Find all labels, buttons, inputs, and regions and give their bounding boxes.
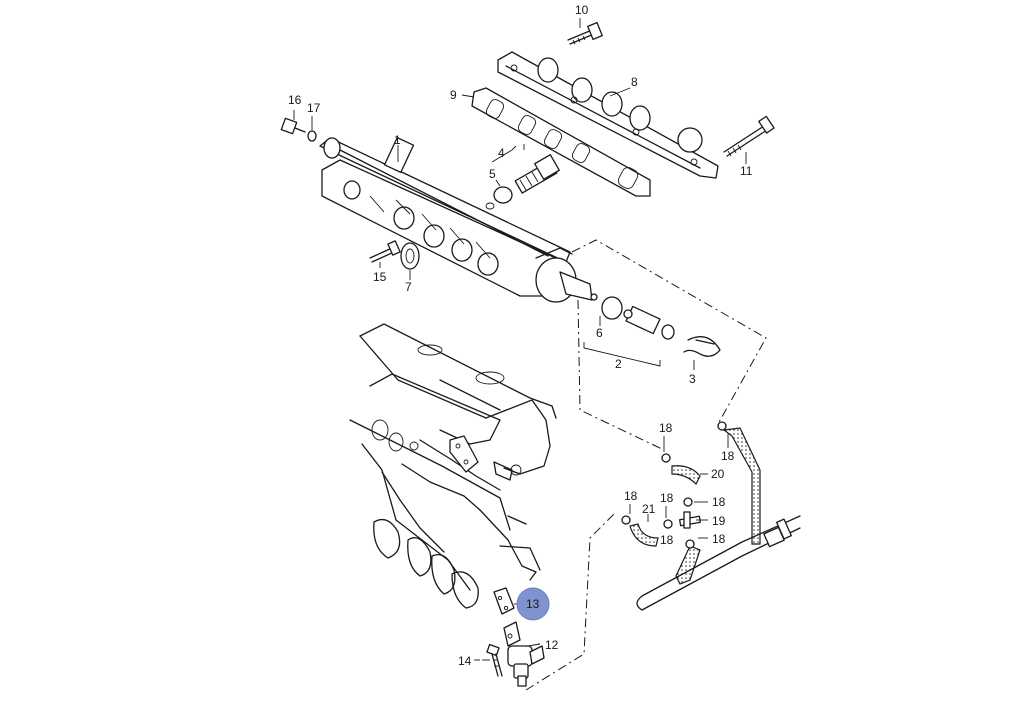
callout-14: 14 bbox=[458, 654, 472, 668]
fuel-rail-part-1 bbox=[319, 136, 571, 297]
seal-part-6 bbox=[590, 293, 623, 326]
callout-2: 2 bbox=[615, 357, 622, 371]
callout-3: 3 bbox=[689, 372, 696, 386]
callout-11: 11 bbox=[740, 164, 753, 178]
callout-labels: 10 8 9 16 17 1 4 5 11 15 7 6 2 3 18 18 2… bbox=[288, 3, 753, 668]
callout-6: 6 bbox=[596, 326, 603, 340]
callout-7: 7 bbox=[405, 280, 412, 294]
valve-part-12 bbox=[503, 621, 545, 687]
clip-part-7 bbox=[400, 242, 420, 280]
callout-18-f: 18 bbox=[660, 533, 674, 547]
callout-4: 4 bbox=[498, 146, 505, 160]
callout-5: 5 bbox=[489, 167, 496, 181]
callout-18-d: 18 bbox=[660, 491, 674, 505]
callout-15: 15 bbox=[373, 270, 387, 284]
callout-18-c: 18 bbox=[624, 489, 638, 503]
callout-1: 1 bbox=[394, 133, 401, 147]
callout-12: 12 bbox=[545, 638, 559, 652]
callout-9: 9 bbox=[450, 88, 457, 102]
bolt-part-11 bbox=[723, 115, 775, 164]
callout-18-b: 18 bbox=[721, 449, 735, 463]
gasket-part-9 bbox=[461, 87, 651, 197]
callout-17: 17 bbox=[307, 101, 321, 115]
callout-13: 13 bbox=[526, 597, 540, 611]
vacuum-lines bbox=[525, 239, 767, 691]
hose-part-19 bbox=[678, 511, 702, 529]
gasket-part-13 bbox=[493, 587, 515, 615]
intake-manifold bbox=[349, 323, 557, 609]
callout-21: 21 bbox=[642, 502, 656, 516]
callout-19: 19 bbox=[712, 514, 726, 528]
intake-flange-part-8 bbox=[497, 51, 719, 179]
hose-lower bbox=[636, 515, 801, 611]
callout-18-e: 18 bbox=[712, 495, 726, 509]
highlight-marker bbox=[516, 587, 550, 621]
callout-18-g: 18 bbox=[712, 532, 726, 546]
damper-part-2 bbox=[583, 305, 675, 367]
bolt-part-10 bbox=[567, 21, 603, 45]
callout-18-a: 18 bbox=[659, 421, 673, 435]
pressure-regulator bbox=[535, 247, 593, 303]
bolt-part-16 bbox=[280, 110, 306, 135]
injector-part-4 bbox=[491, 144, 560, 194]
bolt-part-14 bbox=[482, 643, 503, 677]
oring-part-5 bbox=[485, 179, 513, 210]
callout-10: 10 bbox=[575, 3, 589, 17]
hose-part-20 bbox=[671, 427, 761, 545]
bolt-part-15 bbox=[369, 240, 401, 268]
callout-8: 8 bbox=[631, 75, 638, 89]
hose-part-21 bbox=[629, 523, 659, 547]
callout-16: 16 bbox=[288, 93, 302, 107]
callout-20: 20 bbox=[711, 467, 725, 481]
clamps-part-18 bbox=[621, 421, 727, 549]
clip-part-3 bbox=[683, 336, 721, 370]
washer-part-17 bbox=[307, 116, 317, 142]
